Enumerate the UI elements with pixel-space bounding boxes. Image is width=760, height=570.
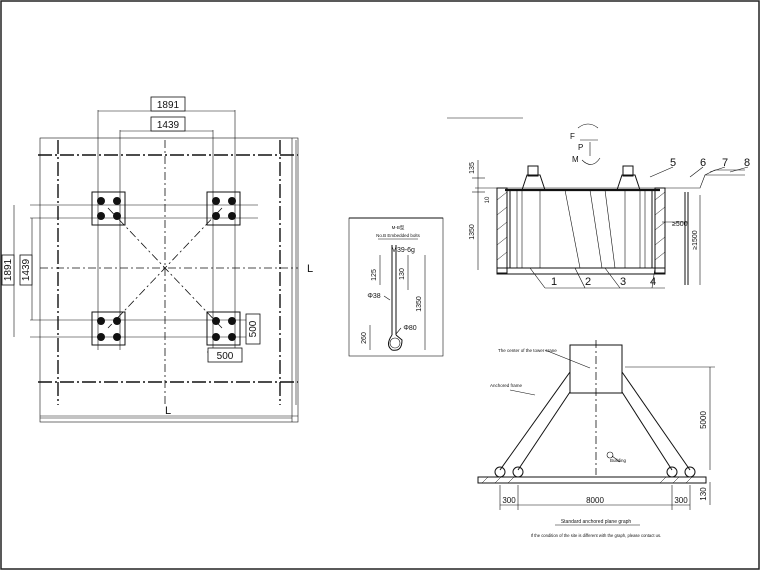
- dim-right-L: L: [307, 263, 313, 275]
- callout-8: 8: [744, 157, 750, 169]
- bolt-detail: M-B型 No.B Embedded bolts M39-6g 125 130 …: [348, 217, 444, 357]
- callout-4: 4: [650, 276, 656, 288]
- base-plate-bottom-right: [206, 311, 241, 346]
- load-label-m: M: [572, 155, 579, 164]
- dim-left-inner: 1439: [21, 258, 32, 281]
- section-dim-10: 10: [485, 196, 491, 203]
- dim-plate-width: 500: [217, 351, 234, 362]
- bolt-dim-260: 260: [361, 332, 368, 344]
- elev-dim-left-foot: 300: [502, 496, 516, 505]
- dim-top-outer: 1891: [157, 100, 180, 111]
- bolt-dim-125: 125: [371, 269, 378, 281]
- label-anchor-frame: Anchored frame: [490, 383, 523, 388]
- dim-left-outer: 1891: [3, 258, 14, 281]
- section-view: F P M: [447, 117, 750, 289]
- bolt-thread: M39-6g: [391, 247, 415, 254]
- elev-dim-height: 5000: [699, 411, 708, 429]
- dim-plate-height: 500: [248, 320, 259, 337]
- bolt-dim-1350: 1350: [416, 296, 423, 312]
- section-dim-135: 135: [469, 162, 476, 174]
- elev-dim-base: 130: [699, 487, 708, 501]
- bolt-dia-80: Φ80: [403, 325, 416, 332]
- dim-top-inner: 1439: [157, 120, 180, 131]
- callout-6: 6: [700, 157, 706, 169]
- elev-dim-span: 8000: [586, 496, 604, 505]
- callout-2: 2: [585, 276, 591, 288]
- bolt-title: M-B型: [392, 224, 405, 230]
- elevation-view: The center of the tower crane Anchored f…: [477, 340, 715, 538]
- callout-5: 5: [670, 157, 676, 169]
- callout-1: 1: [551, 276, 557, 288]
- elev-caption-note: If the condition of the site is differen…: [531, 533, 662, 538]
- bolt-subtitle: No.B Embedded bolts: [376, 233, 421, 238]
- base-plate-bottom-left: [91, 311, 126, 346]
- base-plate-top-right: [206, 191, 241, 226]
- bolt-dia-38: Φ38: [367, 293, 380, 300]
- base-plate-top-left: [91, 191, 126, 226]
- section-dim-500: ≥500: [672, 221, 688, 228]
- plan-outer-frame: [39, 137, 299, 423]
- load-label-p: P: [578, 143, 583, 152]
- section-dim-1350: 1350: [469, 224, 476, 240]
- dim-bottom-L: L: [165, 405, 171, 417]
- plan-view: 1891 1439 1891 1439 L L 500 500: [1, 96, 313, 423]
- elev-caption-title: Standard anchored plane graph: [561, 519, 632, 525]
- elev-dim-right-foot: 300: [674, 496, 688, 505]
- section-dim-1500: ≥1500: [692, 230, 699, 250]
- callout-3: 3: [620, 276, 626, 288]
- load-label-f: F: [570, 132, 575, 141]
- callout-7: 7: [722, 157, 728, 169]
- label-tower-center: The center of the tower crane: [498, 348, 557, 353]
- bolt-dim-130: 130: [399, 268, 406, 280]
